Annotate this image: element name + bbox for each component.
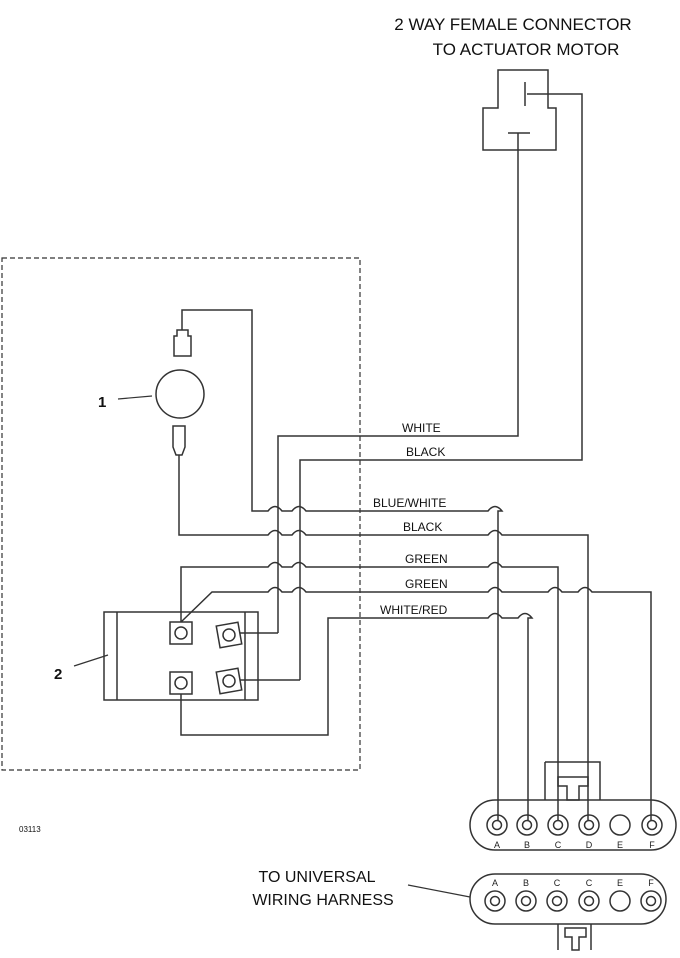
label-green-2: GREEN: [405, 577, 448, 591]
module-enclosure: [1, 257, 361, 771]
pin-label: D: [586, 840, 593, 850]
connector-title-line2: TO ACTUATOR MOTOR: [433, 40, 620, 59]
pin-socket: [551, 895, 563, 907]
connector-pins: A B C D E F: [486, 814, 663, 850]
pin-d: [578, 814, 600, 836]
pin-f: [640, 890, 662, 912]
pin-label: B: [523, 878, 529, 888]
label-green-1: GREEN: [405, 552, 448, 566]
pin-e: [609, 814, 631, 836]
pin-socket: [520, 895, 532, 907]
pin-label: A: [494, 840, 500, 850]
pin-label: F: [648, 878, 654, 888]
wire-white-red: [180, 612, 534, 820]
wire-white: [277, 133, 519, 633]
connector-title-line1: 2 WAY FEMALE CONNECTOR: [394, 15, 631, 34]
wire-black-top: [299, 93, 583, 680]
pin-label: C: [554, 878, 561, 888]
pin-label: C: [555, 840, 562, 850]
pin-label: B: [524, 840, 530, 850]
pin-e: [609, 890, 631, 912]
pin-socket: [521, 819, 533, 831]
harness-label-line2: WIRING HARNESS: [252, 892, 393, 909]
pin-c: [546, 890, 568, 912]
component-1: [155, 329, 205, 456]
pin-label: F: [649, 840, 655, 850]
pin-label: E: [617, 878, 623, 888]
pin-label: A: [492, 878, 498, 888]
figure-code: 03113: [19, 825, 41, 834]
label-white: WHITE: [402, 421, 441, 435]
label-black-top: BLACK: [406, 445, 445, 459]
callout-2: 2: [54, 666, 62, 683]
two-way-connector: [482, 69, 557, 151]
pin-socket: [489, 895, 501, 907]
pin-socket: [645, 895, 657, 907]
harness-leader: [407, 884, 471, 898]
relay-2: [103, 611, 259, 701]
pin-label: C: [586, 878, 593, 888]
label-white-red: WHITE/RED: [380, 603, 448, 617]
pin-socket: [583, 819, 595, 831]
universal-harness-connector: [469, 873, 667, 951]
label-blue-white: BLUE/WHITE: [373, 496, 446, 510]
wire-green-2: [180, 586, 652, 820]
pin-label: E: [617, 840, 623, 850]
pin-c: [547, 814, 569, 836]
harness-label-line1: TO UNIVERSAL: [258, 869, 375, 886]
six-way-connector: [469, 761, 677, 851]
callout-1-leader: [117, 395, 153, 400]
wire-green-1: [180, 561, 559, 820]
pin-b: [515, 890, 537, 912]
pin-socket: [583, 895, 595, 907]
wire-black-mid: [178, 455, 589, 820]
pin-socket: [646, 819, 658, 831]
pin-f: [641, 814, 663, 836]
pin-socket: [491, 819, 503, 831]
pin-a: [484, 890, 506, 912]
wire-blue-white: [181, 309, 504, 820]
pin-c: [578, 890, 600, 912]
pin-socket: [552, 819, 564, 831]
label-black-mid: BLACK: [403, 520, 442, 534]
callout-2-leader: [73, 654, 109, 667]
pin-a: [486, 814, 508, 836]
pin-b: [516, 814, 538, 836]
callout-1: 1: [98, 394, 106, 411]
